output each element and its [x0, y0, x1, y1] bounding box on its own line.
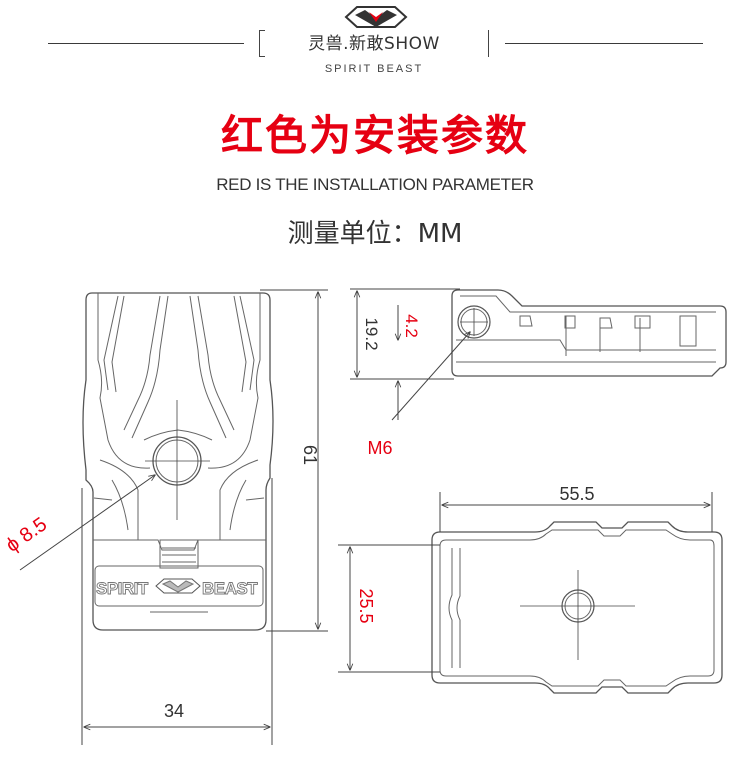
header-rule-right — [505, 43, 703, 44]
bottom-length-label: 55.5 — [559, 484, 594, 504]
unit-label: 测量单位：MM — [287, 219, 463, 249]
header-rule-left — [48, 43, 244, 44]
side-view-part — [451, 289, 727, 377]
side-view-dimensions — [350, 288, 470, 421]
brand-subtitle: SPIRIT BEAST — [324, 63, 424, 75]
brand-title: 灵兽.新敢SHOW — [308, 34, 440, 54]
page-title: 红色为安装参数 — [220, 111, 529, 160]
thread-size-label: M6 — [367, 438, 392, 458]
side-hole-offset-label: 4.2 — [402, 314, 421, 338]
english-subtitle: RED IS THE INSTALLATION PARAMETER — [216, 175, 534, 194]
front-width-label: 34 — [164, 701, 184, 721]
brand-frame — [259, 30, 489, 57]
bottom-width-label: 25.5 — [356, 588, 376, 623]
front-view-part — [82, 292, 274, 631]
front-view-dimensions — [19, 289, 328, 745]
spirit-beast-logo-icon — [344, 6, 408, 28]
emboss-beast-text: BEAST — [202, 579, 258, 598]
bottom-view-dimensions — [338, 492, 713, 673]
emboss-spirit-text: SPIRIT — [96, 579, 149, 598]
bottom-view-part — [431, 521, 723, 694]
side-height-label: 19.2 — [362, 317, 381, 350]
front-height-label: 61 — [300, 445, 320, 465]
hole-diameter-label: ϕ 8.5 — [2, 513, 51, 557]
